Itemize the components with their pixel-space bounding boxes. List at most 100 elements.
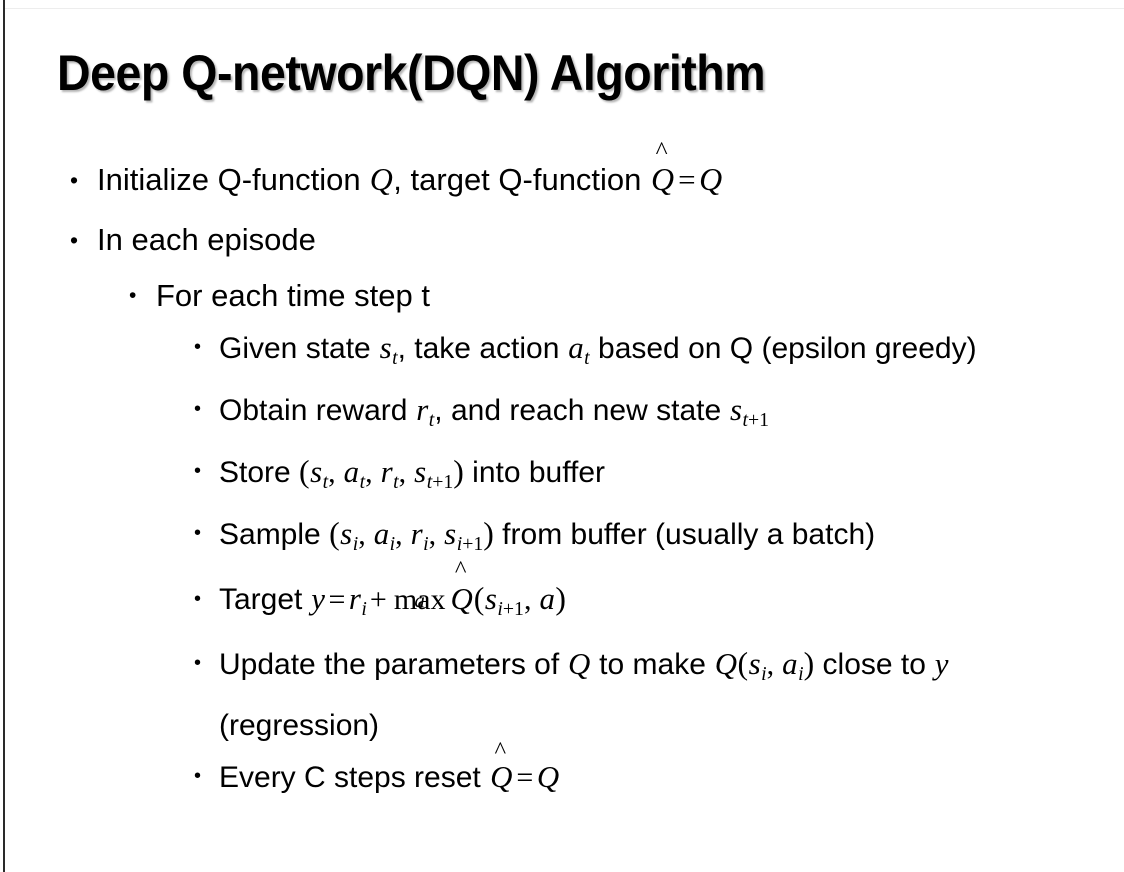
math-equals: = bbox=[328, 582, 346, 616]
math-q-hat: ^Q bbox=[650, 138, 675, 210]
bullet-every-c-steps: • Every C steps reset ^Q=Q bbox=[0, 739, 1124, 809]
bullet-sample: • Sample (si, ai, ri, si+1) from buffer … bbox=[0, 508, 1124, 570]
math-s-next-subscript: i+1 bbox=[457, 533, 484, 555]
bullet-store: • Store (st, at, rt, st+1) into buffer bbox=[0, 446, 1124, 508]
bullet-every-c-steps-text: Every C steps reset ^Q=Q bbox=[219, 739, 1094, 803]
math-q: Q bbox=[536, 758, 560, 794]
bullet-sample-text: Sample (si, ai, ri, si+1) from buffer (u… bbox=[219, 508, 1094, 570]
bullet-dot-icon: • bbox=[194, 587, 202, 610]
text-segment: , take action bbox=[397, 332, 568, 365]
math-comma: , bbox=[365, 455, 381, 489]
math-comma: , bbox=[523, 582, 539, 616]
bullet-in-each-episode-text: In each episode bbox=[97, 222, 316, 257]
math-a-subscript: t bbox=[584, 346, 590, 369]
bullet-dot-icon: • bbox=[194, 397, 202, 420]
text-segment: Update the parameters of bbox=[219, 647, 568, 681]
math-a: a bbox=[539, 580, 555, 616]
text-segment: Target bbox=[219, 582, 311, 616]
math-a-subscript: t bbox=[359, 470, 366, 493]
math-a: a bbox=[343, 453, 360, 489]
text-segment: Store bbox=[219, 455, 300, 489]
bullet-initialize-text: Initialize Q-function Q, target Q-functi… bbox=[97, 138, 1124, 210]
max-limit: a bbox=[414, 588, 425, 613]
math-q-hat: ^Q bbox=[449, 558, 473, 628]
bullet-initialize: • Initialize Q-function Q, target Q-func… bbox=[0, 138, 1124, 210]
math-q: Q bbox=[568, 645, 591, 681]
bullet-dot-icon: • bbox=[194, 764, 202, 787]
subscript-index: t bbox=[742, 408, 749, 431]
math-y: y bbox=[311, 580, 325, 616]
hat-accent: ^ bbox=[454, 556, 467, 584]
text-segment: Every C steps reset bbox=[219, 760, 490, 794]
math-s-next: s bbox=[444, 515, 457, 551]
math-q-target: Q bbox=[699, 162, 723, 197]
math-s-subscript: i bbox=[761, 662, 767, 685]
math-s-next-subscript: t+1 bbox=[427, 471, 454, 493]
text-segment: from buffer (usually a batch) bbox=[493, 517, 876, 551]
hat-accent: ^ bbox=[494, 737, 507, 765]
bullet-dot-icon: • bbox=[194, 651, 202, 674]
max-label: max bbox=[393, 582, 446, 616]
math-paren-open: ( bbox=[329, 515, 340, 551]
math-a: a bbox=[782, 645, 798, 681]
hat-accent: ^ bbox=[655, 136, 668, 166]
bullet-given-state-text: Given state st, take action at based on … bbox=[219, 322, 1094, 384]
math-r-subscript: t bbox=[393, 470, 399, 493]
math-comma: , bbox=[395, 517, 411, 551]
slide-top-rule bbox=[5, 8, 1124, 9]
text-segment: Initialize Q-function bbox=[97, 162, 370, 197]
math-comma: , bbox=[358, 517, 374, 551]
math-s-subscript: t+1 bbox=[743, 409, 770, 431]
math-r: r bbox=[410, 515, 423, 551]
subscript-offset: +1 bbox=[748, 408, 770, 431]
math-s-subscript: i bbox=[352, 532, 359, 555]
math-s-subscript: i+1 bbox=[497, 598, 524, 620]
math-s: s bbox=[729, 391, 743, 427]
bullet-for-each-time-step-text: For each time step t bbox=[156, 278, 430, 313]
bullet-dot-icon: • bbox=[194, 521, 202, 544]
math-a: a bbox=[373, 515, 390, 551]
text-segment: into buffer bbox=[463, 455, 606, 489]
math-equals: = bbox=[516, 760, 534, 794]
text-segment: , and reach new state bbox=[434, 393, 730, 427]
math-y: y bbox=[934, 645, 949, 681]
math-s: s bbox=[340, 515, 353, 551]
math-paren-close: ) bbox=[555, 580, 566, 616]
math-paren-close: ) bbox=[803, 645, 815, 681]
bullet-list: • Initialize Q-function Q, target Q-func… bbox=[0, 138, 1124, 809]
math-r-subscript: t bbox=[428, 408, 435, 431]
bullet-dot-icon: • bbox=[129, 284, 137, 307]
subscript-offset: +1 bbox=[462, 532, 484, 555]
text-segment: based on Q (epsilon greedy) bbox=[589, 332, 977, 365]
math-s-subscript: t bbox=[322, 470, 329, 493]
subscript-index: i bbox=[456, 532, 463, 555]
math-s: s bbox=[484, 580, 497, 616]
math-r-subscript: i bbox=[361, 597, 367, 620]
math-a: a bbox=[568, 330, 584, 365]
bullet-dot-icon: • bbox=[194, 459, 202, 482]
bullet-in-each-episode: • In each episode bbox=[0, 210, 1124, 270]
bullet-update-text: Update the parameters of Q to make Q(si,… bbox=[219, 638, 1094, 751]
math-equals: = bbox=[678, 162, 696, 197]
math-s-next: s bbox=[414, 453, 427, 489]
math-q-hat: ^Q bbox=[489, 739, 513, 802]
subscript-index: t bbox=[426, 470, 433, 493]
bullet-dot-icon: • bbox=[70, 167, 79, 193]
text-segment: , target Q-function bbox=[393, 162, 651, 197]
page-title: Deep Q-network(DQN) Algorithm bbox=[57, 45, 766, 101]
bullet-given-state: • Given state st, take action at based o… bbox=[0, 322, 1124, 384]
math-plus: + bbox=[369, 582, 387, 616]
math-comma: , bbox=[428, 517, 444, 551]
math-q-base: Q bbox=[651, 162, 675, 197]
math-paren-open: ( bbox=[299, 453, 310, 489]
text-segment: Given state bbox=[219, 332, 380, 365]
bullet-dot-icon: • bbox=[194, 336, 202, 358]
text-segment: Obtain reward bbox=[219, 393, 416, 427]
math-s-subscript: t bbox=[392, 346, 398, 369]
math-comma: , bbox=[766, 647, 782, 681]
math-s: s bbox=[379, 330, 392, 365]
math-s: s bbox=[748, 645, 761, 681]
